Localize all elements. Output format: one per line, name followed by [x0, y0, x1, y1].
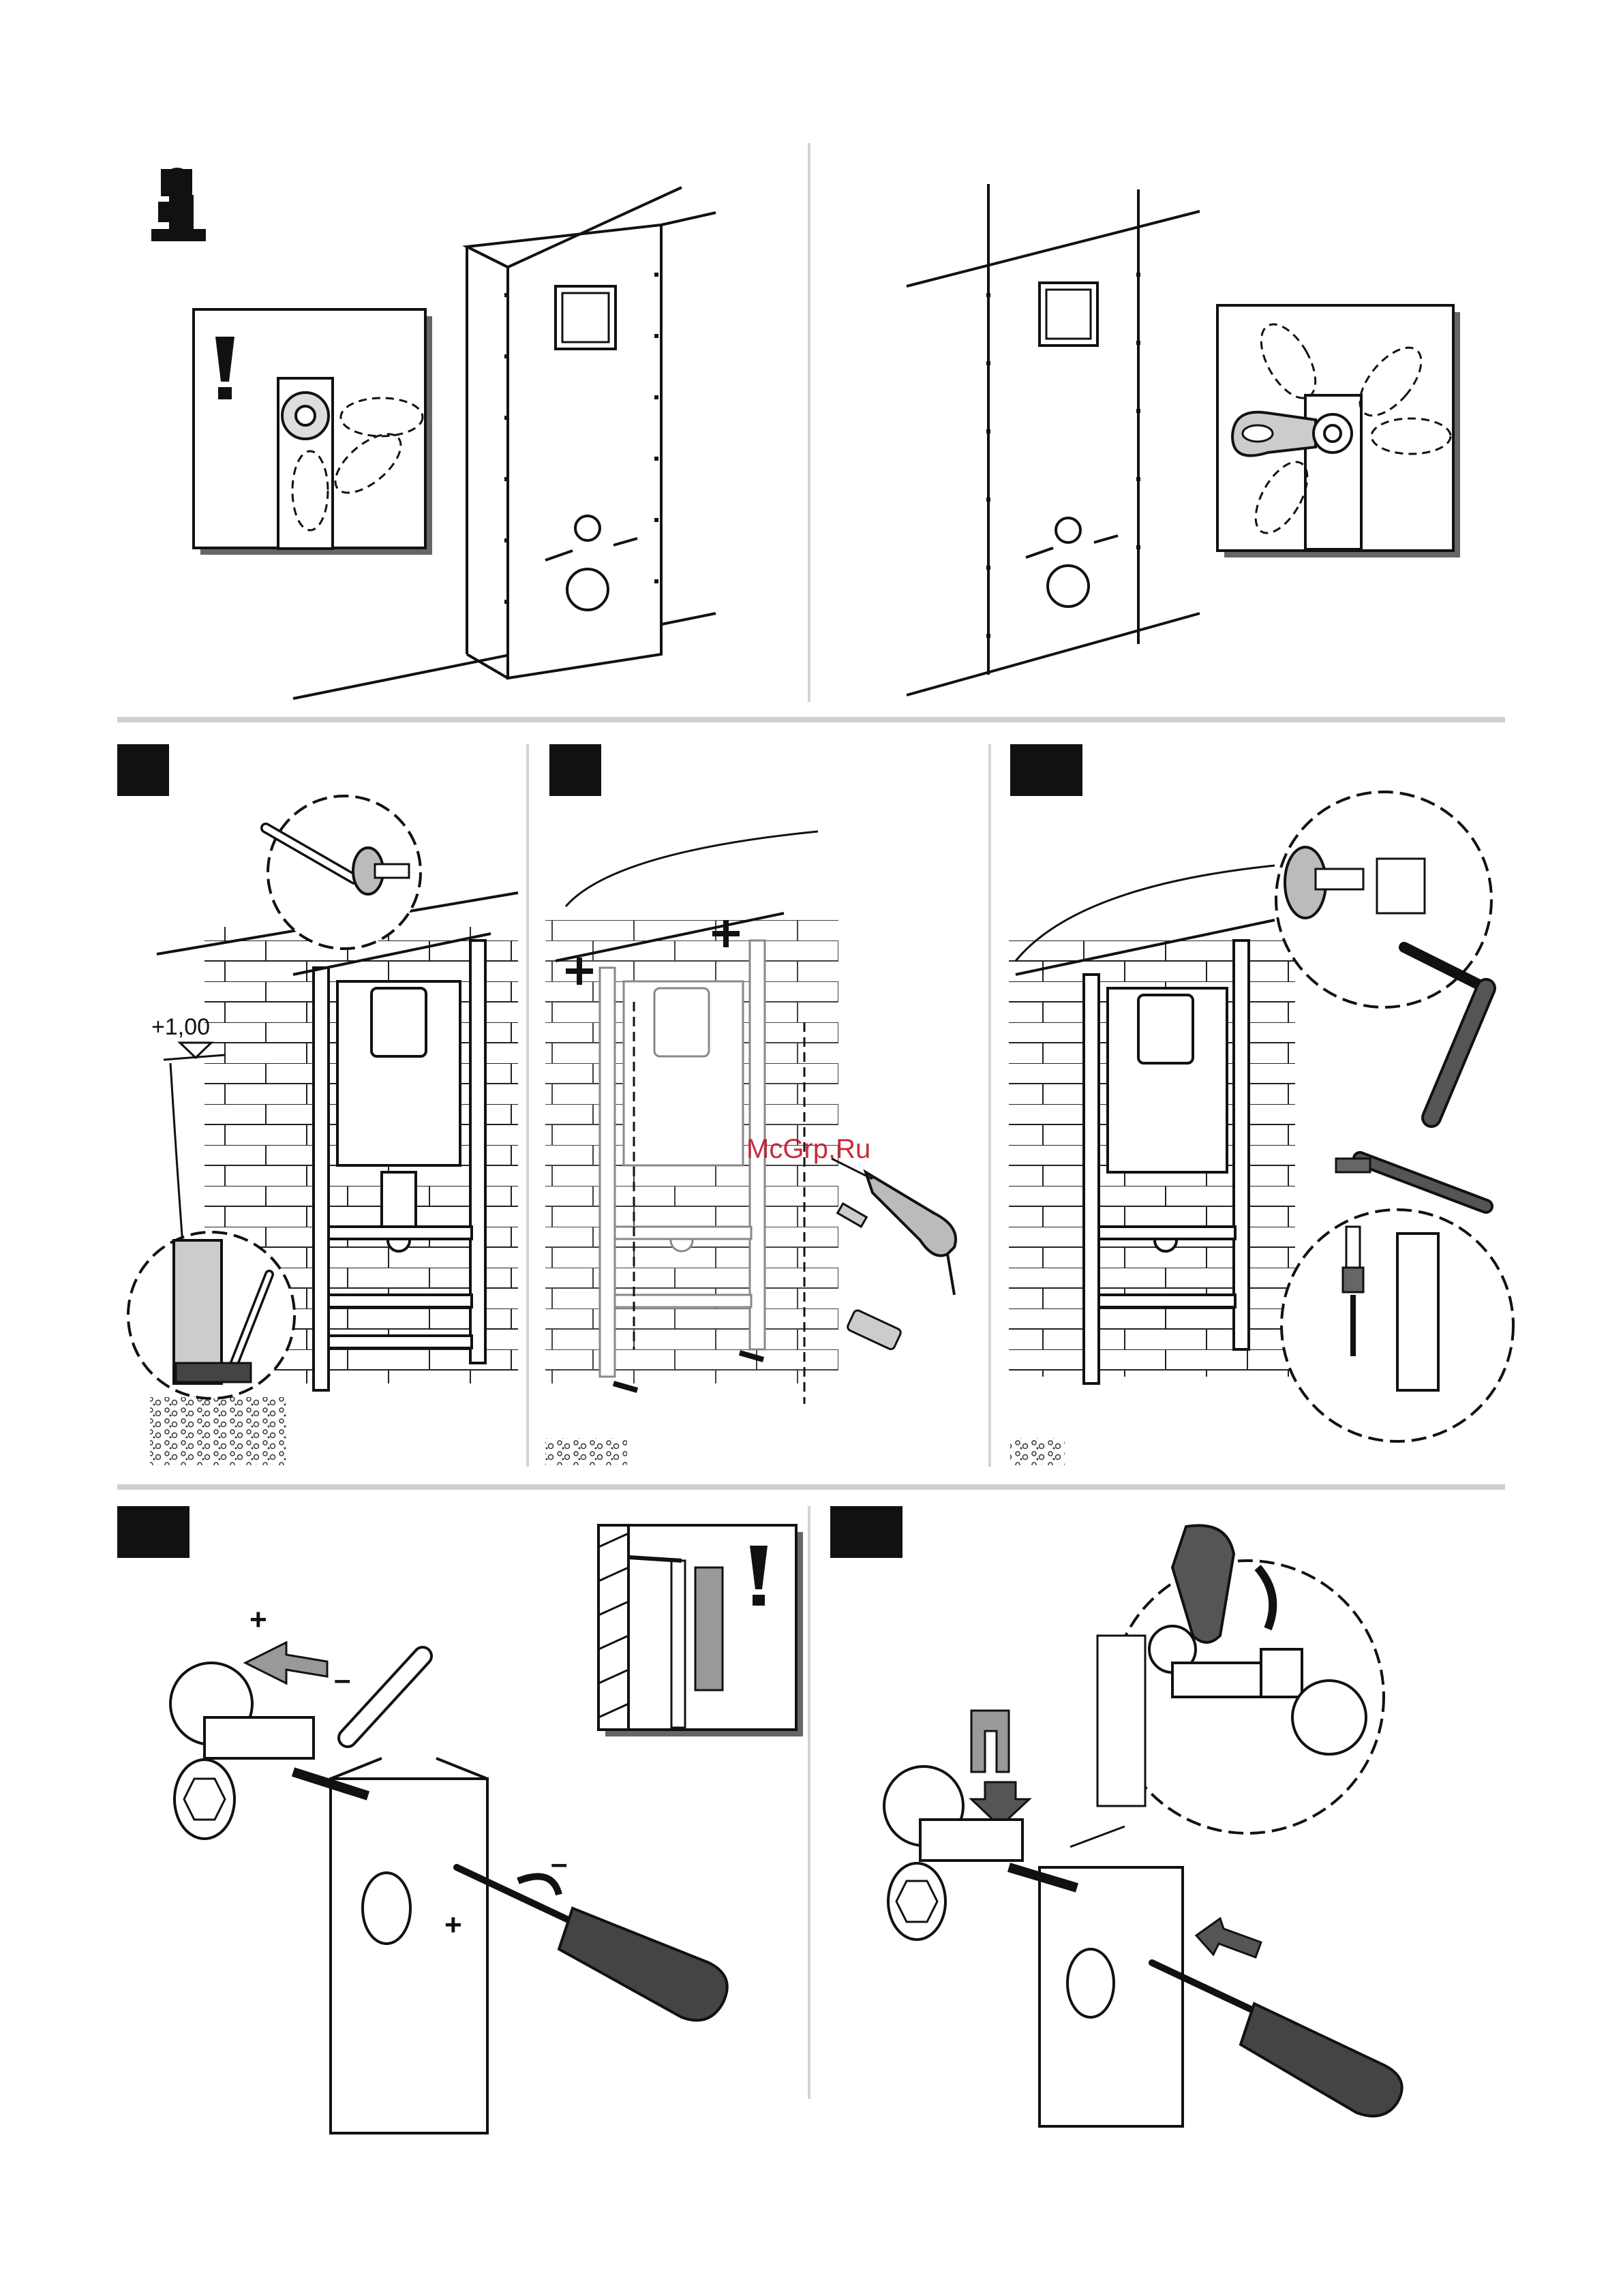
adjust-minus-sign: – — [334, 1663, 350, 1697]
screw-plus-sign: + — [444, 1908, 462, 1942]
step5-illustration — [884, 1525, 1402, 2126]
info-icon — [151, 168, 206, 241]
screw-minus-sign: – — [551, 1847, 567, 1881]
height-level-label: +1,00 — [151, 1014, 210, 1041]
detail-box-right — [1217, 305, 1460, 557]
step3-illustration — [1009, 792, 1513, 1465]
step1-illustration — [128, 796, 518, 1465]
watermark: McGrp.Ru — [746, 1134, 870, 1165]
detail-box-left — [194, 309, 432, 555]
adjust-plus-sign: + — [249, 1603, 267, 1637]
